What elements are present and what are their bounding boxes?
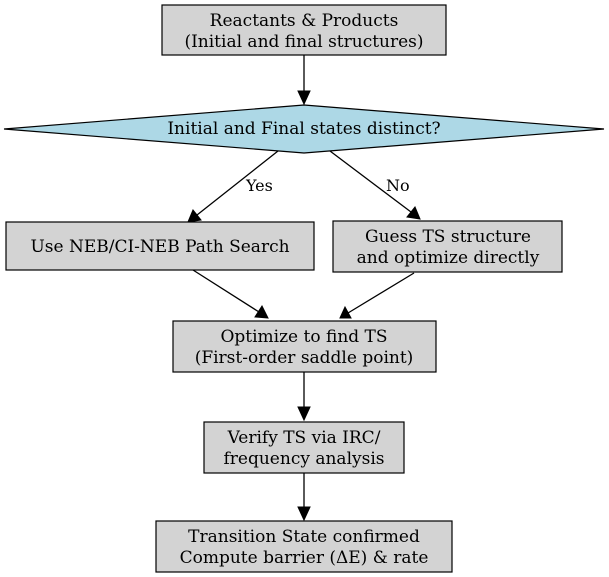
node-optimize-box [172,320,437,373]
arrowhead [297,406,311,422]
edge-guess-to-optimize [347,272,415,314]
edge-decision-to-guess [329,150,412,213]
node-confirmed-box [155,520,453,573]
arrowhead [187,209,202,223]
node-verify-box [203,421,405,474]
node-decision: Initial and Final states distinct? [3,104,605,154]
node-reactants: Reactants & Products (Initial and final … [161,4,447,56]
node-neb-line1: Use NEB/CI-NEB Path Search [30,237,289,257]
arrowhead [339,305,352,319]
node-neb-box [5,221,315,271]
node-guess-box [332,220,563,273]
node-optimize: Optimize to find TS (First-order saddle … [172,320,437,373]
decision-diamond [3,104,605,154]
arrowhead [254,304,269,319]
node-decision-line1: Initial and Final states distinct? [167,119,440,139]
node-verify: Verify TS via IRC/ frequency analysis [203,421,405,474]
arrowhead [297,506,311,522]
edge-label-yes: Yes [245,176,273,195]
arrowhead [406,206,421,220]
node-confirmed: Transition State confirmed Compute barri… [155,520,453,573]
node-guess-line2: and optimize directly [357,248,540,268]
edge-label-no: No [386,176,410,195]
node-verify-line1: Verify TS via IRC/ [227,428,381,448]
node-confirmed-line2: Compute barrier (ΔE) & rate [180,548,429,568]
node-reactants-line1: Reactants & Products [210,11,399,31]
node-reactants-line2: (Initial and final structures) [184,32,423,52]
node-guess-line1: Guess TS structure [365,227,531,247]
edge-neb-to-optimize [192,269,260,313]
node-guess: Guess TS structure and optimize directly [332,220,563,273]
node-verify-line2: frequency analysis [224,449,385,469]
node-optimize-line2: (First-order saddle point) [195,348,414,368]
arrowhead [297,90,311,106]
node-confirmed-line1: Transition State confirmed [188,527,420,547]
edges [187,55,421,522]
node-reactants-box [161,4,447,56]
node-optimize-line1: Optimize to find TS [220,327,387,347]
edge-decision-to-neb [196,150,279,216]
node-neb: Use NEB/CI-NEB Path Search [5,221,315,271]
